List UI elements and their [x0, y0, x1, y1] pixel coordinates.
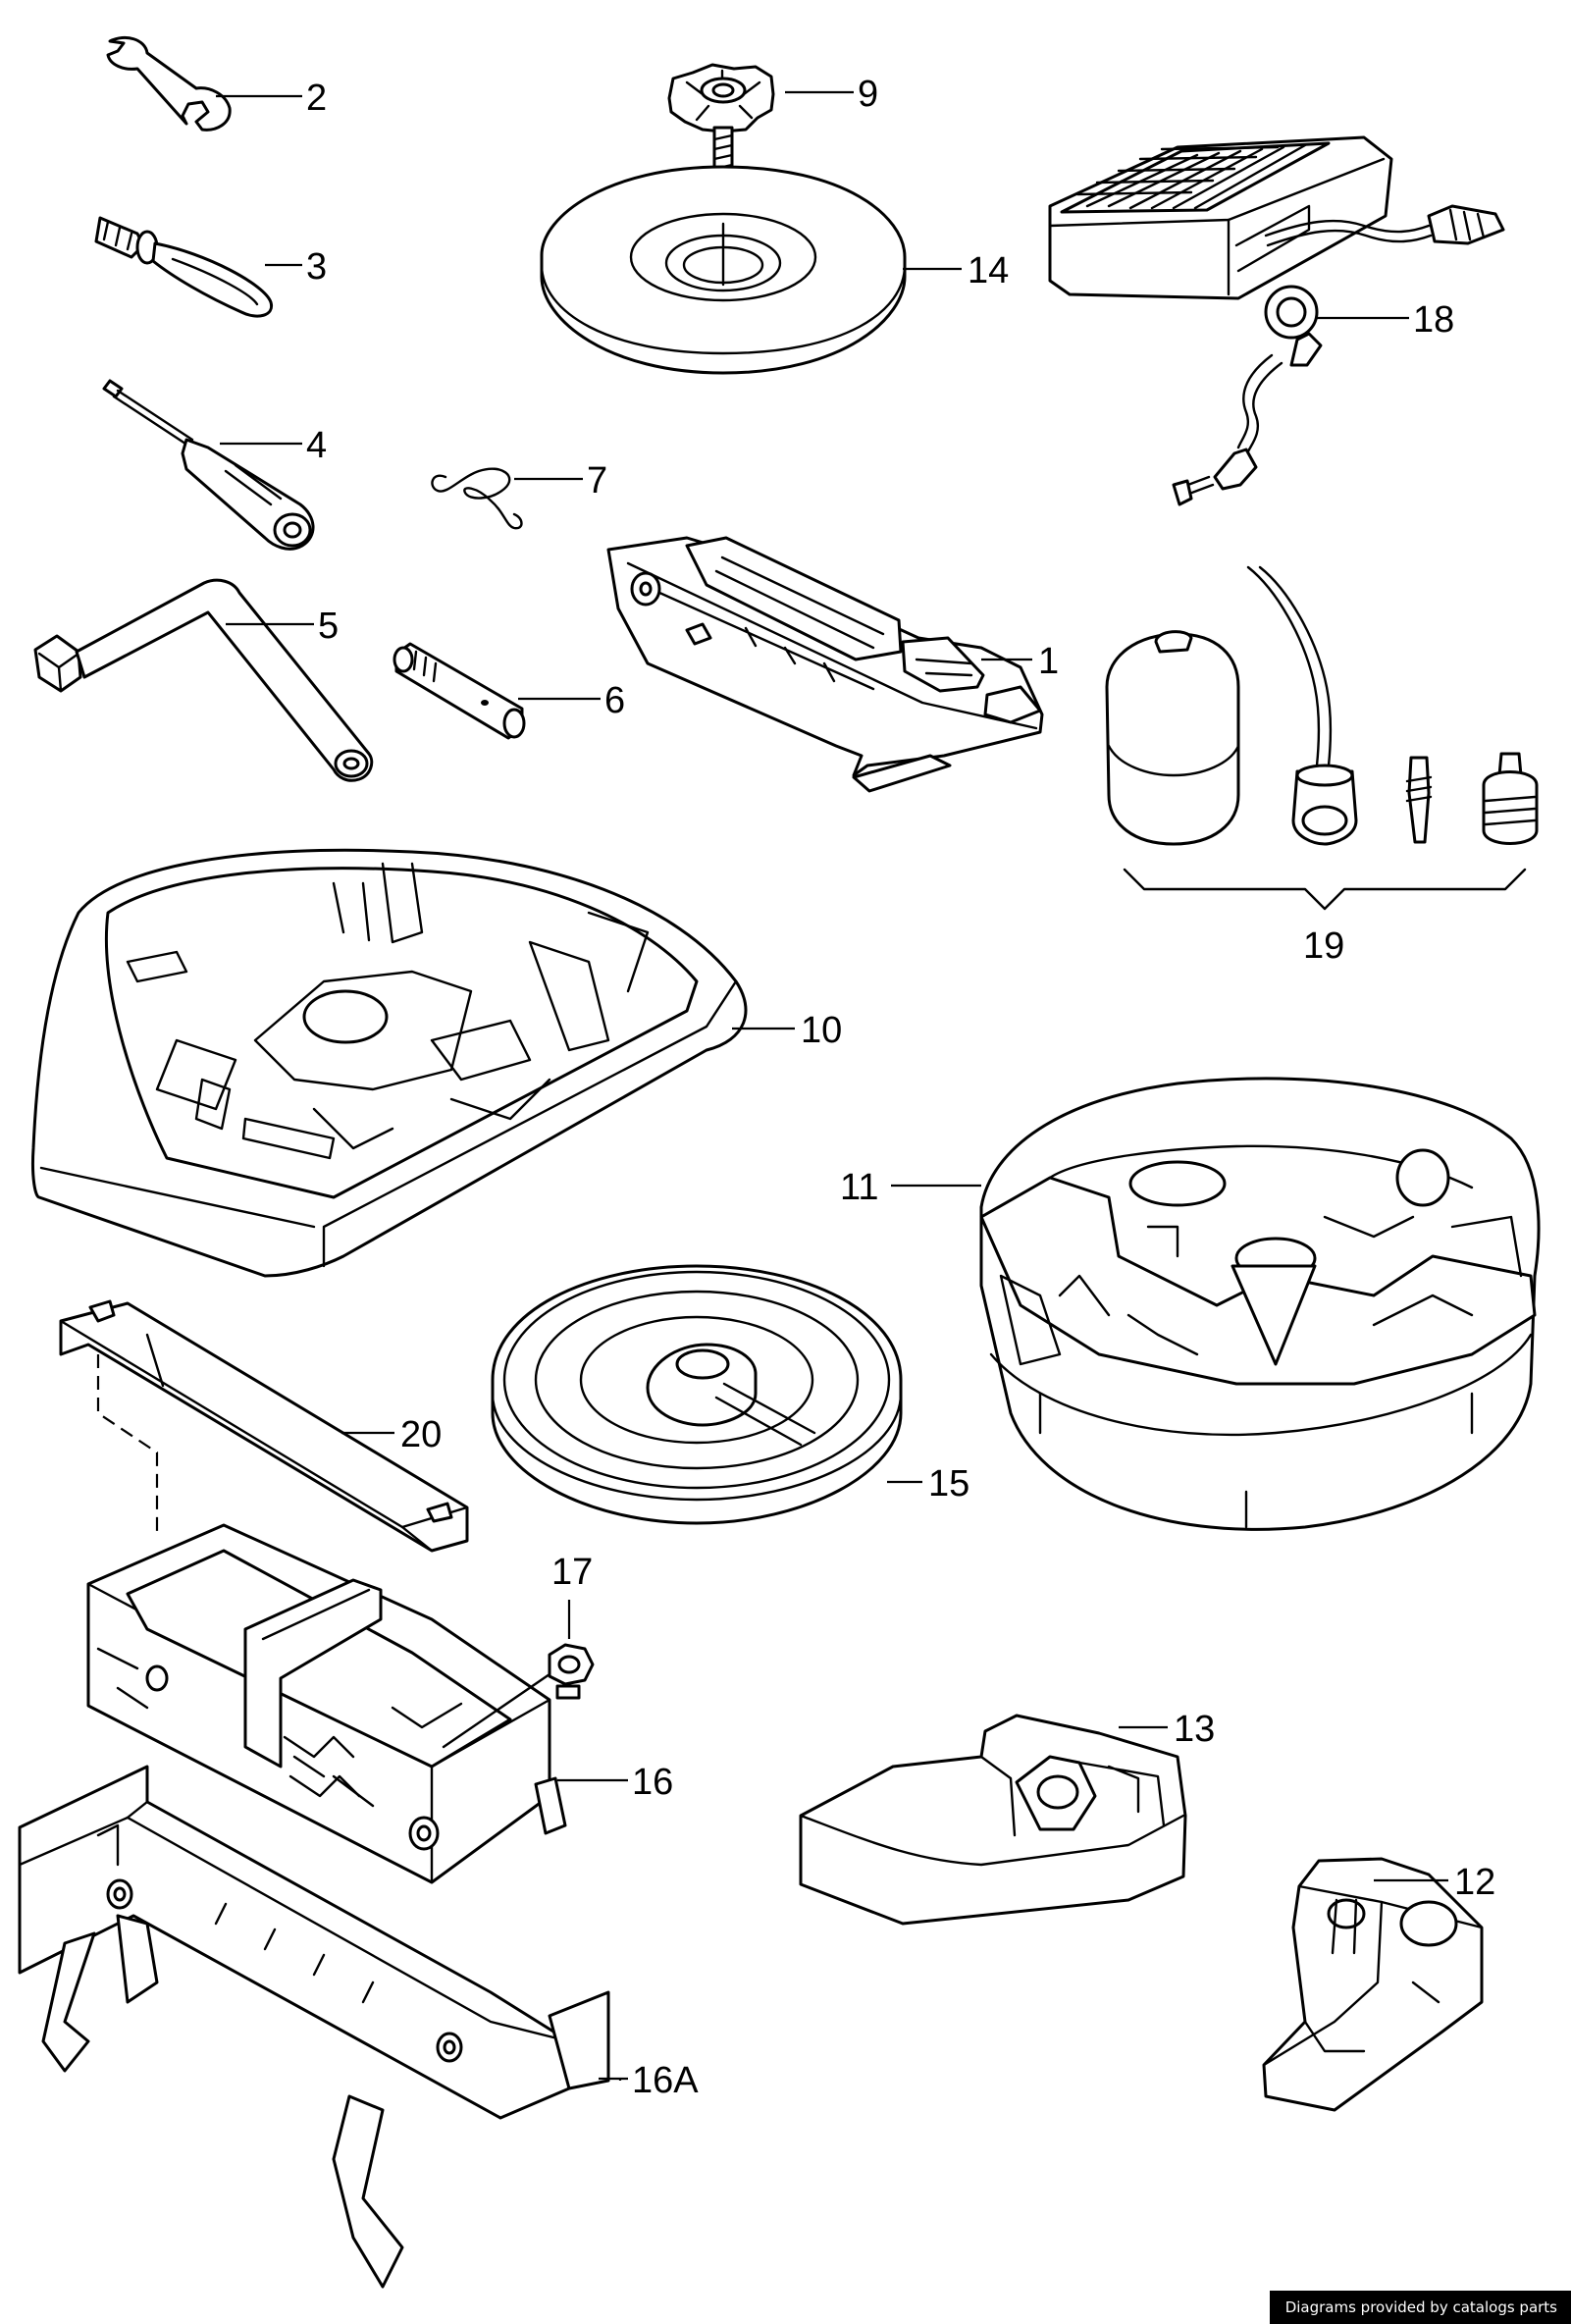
- callout-5: 5: [318, 606, 339, 647]
- wheel-well-insert-part[interactable]: [979, 1077, 1541, 1531]
- foam-block-part[interactable]: [799, 1714, 1187, 1926]
- screwdriver-part[interactable]: [102, 379, 315, 551]
- callout-4: 4: [306, 425, 327, 466]
- round-foam-disc-part[interactable]: [491, 1264, 903, 1525]
- disc-plate-part[interactable]: [540, 165, 907, 375]
- wrench-part[interactable]: [106, 36, 232, 132]
- callout-11: 11: [840, 1167, 878, 1208]
- callout-9: 9: [858, 74, 878, 115]
- callout-14: 14: [968, 250, 1009, 291]
- nut-part[interactable]: [442, 1643, 595, 1749]
- car-jack-part[interactable]: [606, 536, 1044, 793]
- foam-wedge-part[interactable]: [1262, 1857, 1484, 2112]
- callout-20: 20: [400, 1414, 442, 1455]
- callout-12: 12: [1454, 1862, 1495, 1903]
- callout-1: 1: [1038, 641, 1059, 682]
- foam-tray-part[interactable]: [31, 848, 748, 1278]
- callout-19: 19: [1303, 925, 1344, 967]
- callout-7: 7: [587, 460, 607, 502]
- callout-16: 16: [632, 1762, 673, 1803]
- rail-bar-part[interactable]: [59, 1299, 469, 1553]
- pin-part[interactable]: [393, 642, 526, 740]
- wire-clip-part[interactable]: [431, 467, 523, 530]
- repair-kit-part[interactable]: [1105, 565, 1539, 911]
- leader-lines: [216, 90, 1448, 2081]
- callout-2: 2: [306, 78, 327, 119]
- callout-16A: 16A: [632, 2060, 699, 2101]
- callout-10: 10: [801, 1010, 842, 1051]
- bracket-part[interactable]: [18, 1765, 610, 2289]
- callout-3: 3: [306, 246, 327, 288]
- callout-labels: 2 3 4 5 6 7 9 14 18 1 19 10 11 20 15 17 …: [306, 74, 1495, 2101]
- callout-17: 17: [551, 1552, 593, 1593]
- callout-15: 15: [928, 1463, 969, 1505]
- callout-13: 13: [1174, 1709, 1215, 1750]
- wheel-brace-part[interactable]: [33, 578, 374, 782]
- towing-eye-part[interactable]: [94, 216, 274, 318]
- compressor-part[interactable]: [1048, 135, 1505, 506]
- credit-badge: Diagrams provided by catalogs parts: [1269, 2291, 1571, 2324]
- jack-holder-part[interactable]: [86, 1523, 567, 1884]
- callout-18: 18: [1413, 299, 1454, 341]
- callout-6: 6: [604, 680, 625, 721]
